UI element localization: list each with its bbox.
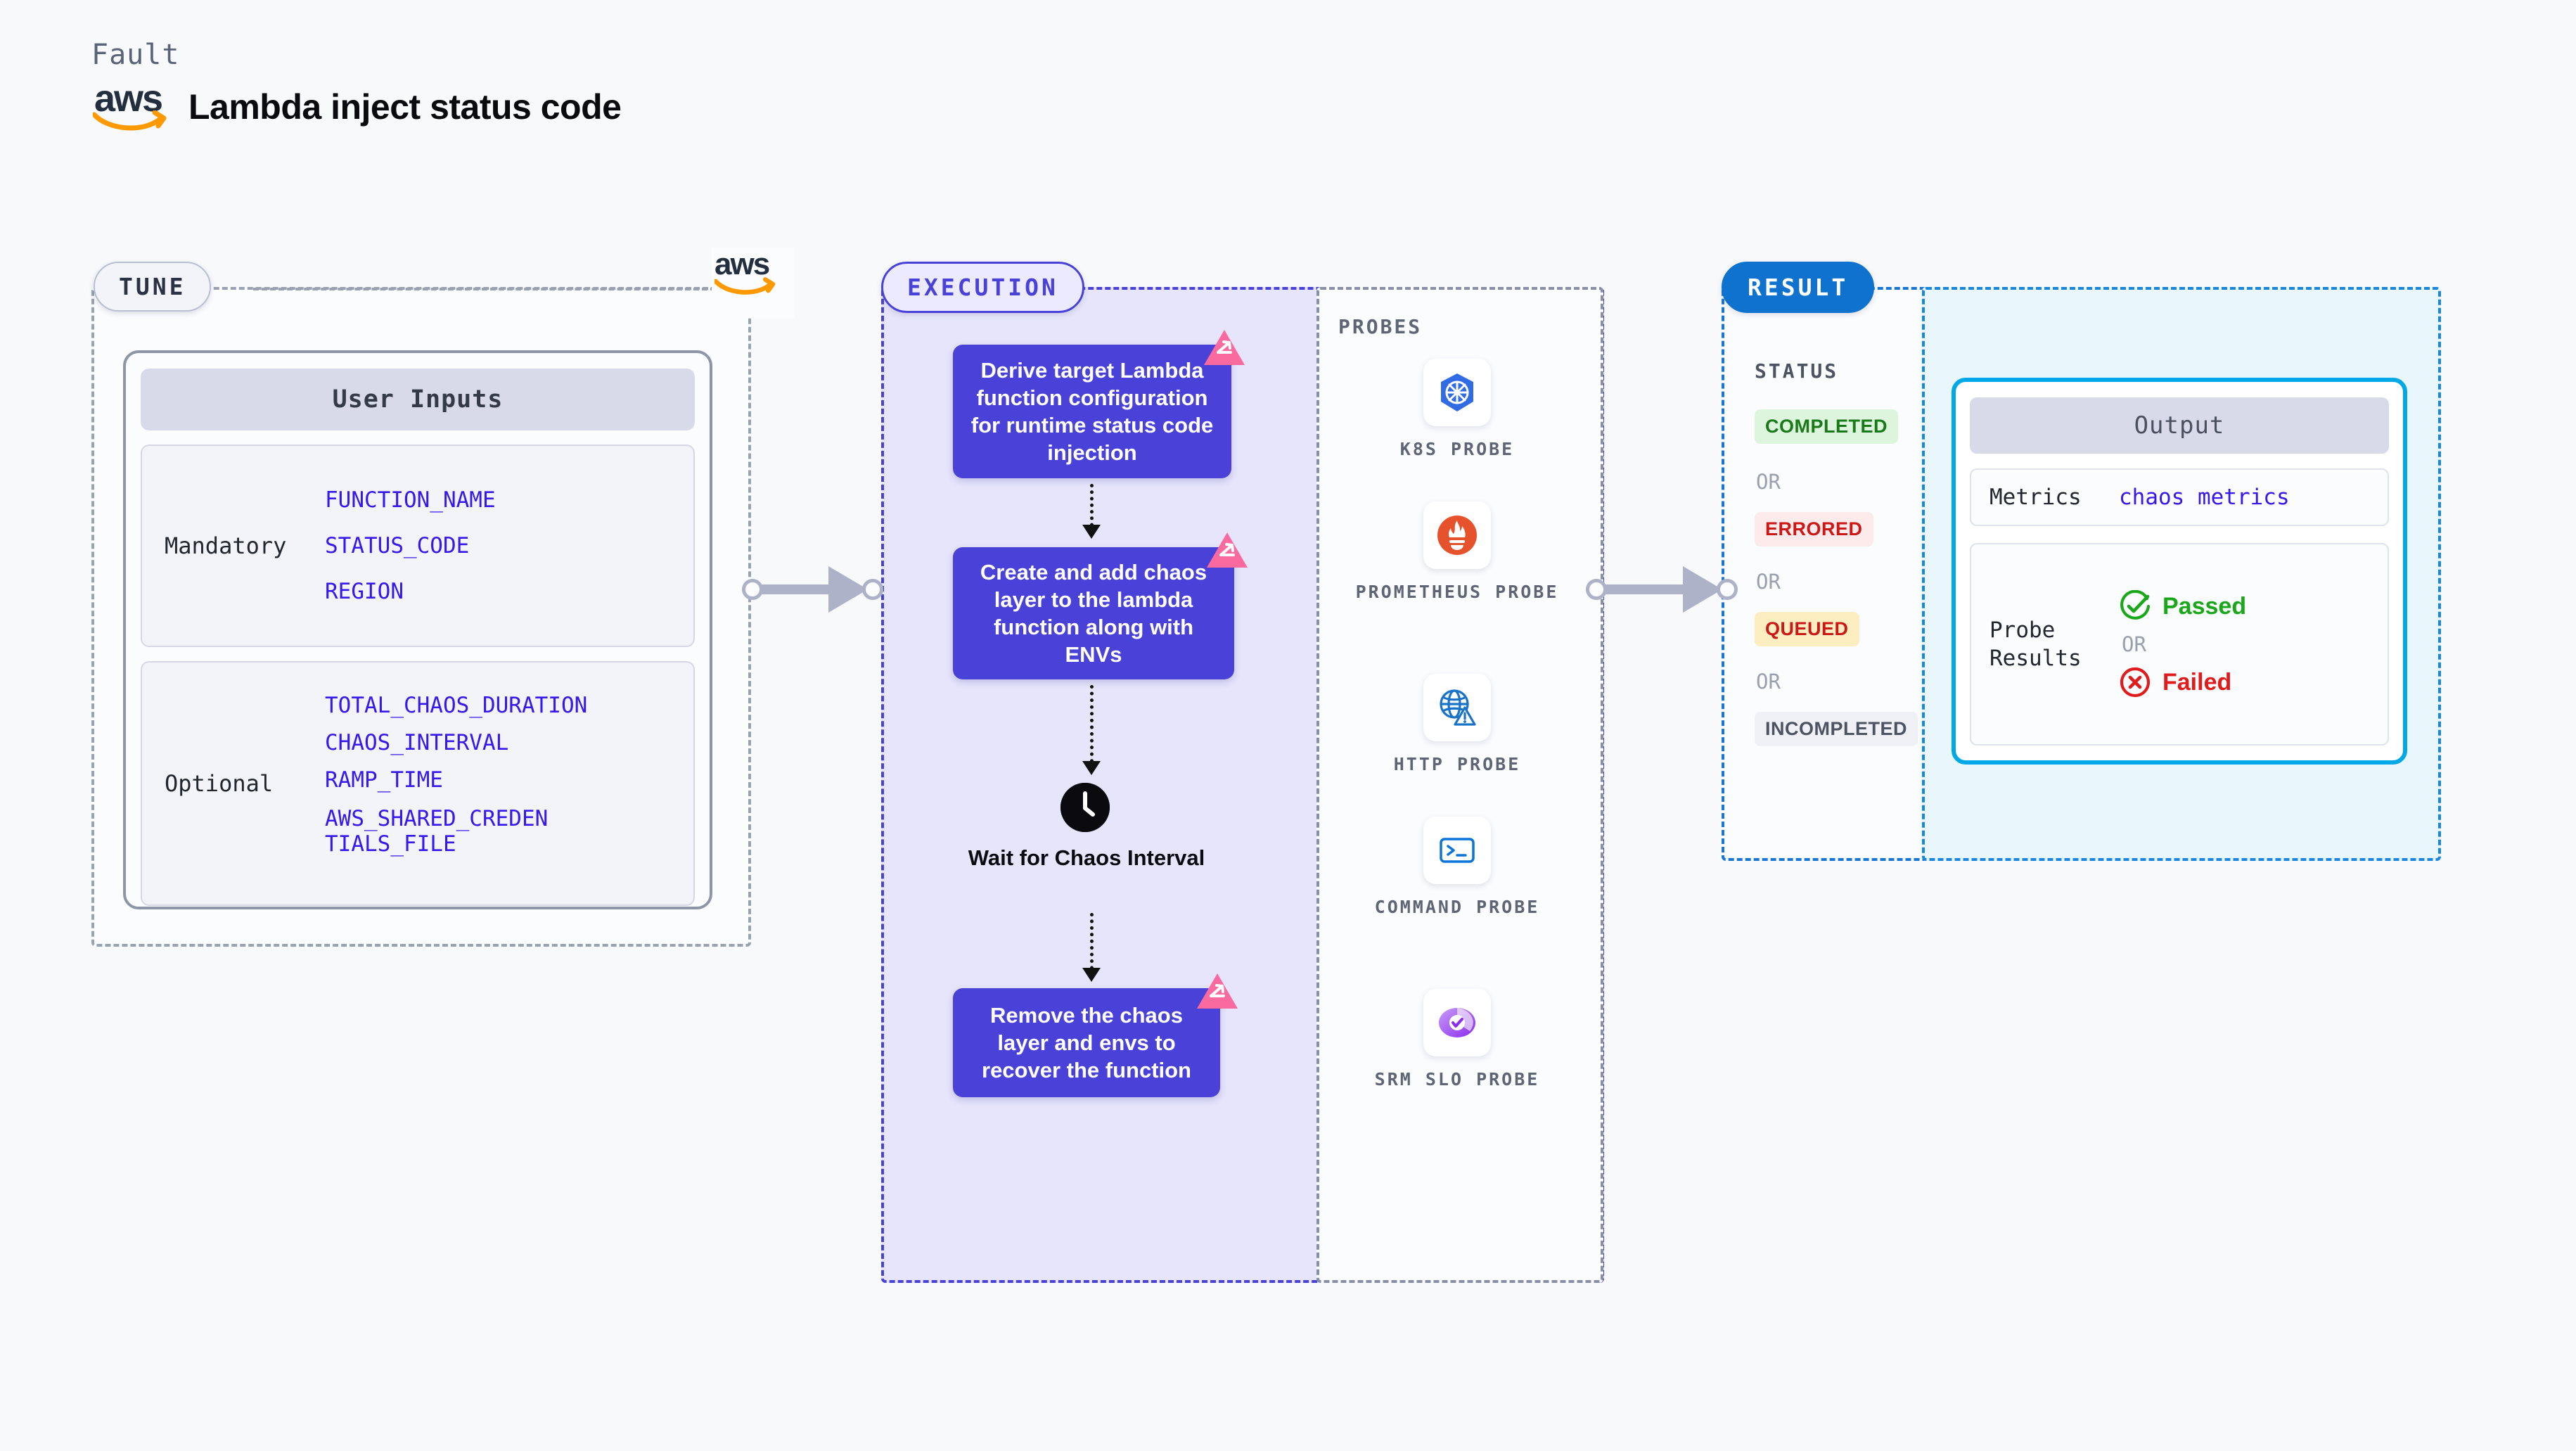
status-badge: ERRORED [1755,512,1873,546]
probe-label: HTTP PROBE [1393,754,1521,774]
status-badge-queued: QUEUED [1755,612,1859,646]
terminal-icon [1423,817,1491,884]
aws-smile-icon [93,110,167,131]
or-separator: OR [1756,670,1781,693]
status-badge-incompleted: INCOMPLETED [1755,712,1918,746]
probe-label: COMMAND PROBE [1374,897,1540,917]
check-circle-icon [2120,590,2151,620]
output-title: Output [1970,397,2389,454]
param-item: AWS_SHARED_CREDENTIALS_FILE [325,805,549,857]
metrics-label: Metrics [1989,484,2082,510]
param-item: FUNCTION_NAME [325,487,496,513]
optional-label: Optional [165,770,274,797]
execution-step-3: Remove the chaos layer and envs to recov… [953,988,1220,1097]
execution-step-2: Create and add chaos layer to the lambda… [953,547,1234,679]
slo-donut-check-icon [1423,989,1491,1056]
litmus-logo-icon [1207,532,1248,568]
or-separator: OR [1756,470,1781,494]
tune-pill[interactable]: TUNE [94,262,212,312]
page-title: Lambda inject status code [188,87,622,127]
clock-icon [1060,783,1110,832]
status-badge-errored: ERRORED [1755,512,1873,546]
probes-panel [1316,287,1603,1283]
or-separator: OR [1756,570,1781,594]
status-badge-completed: COMPLETED [1755,409,1899,444]
prometheus-icon [1423,501,1491,569]
probe-label: SRM SLO PROBE [1374,1069,1540,1089]
mandatory-param-list: FUNCTION_NAME STATUS_CODE REGION [325,487,496,604]
page-header: Fault aws Lambda inject status code [91,39,622,134]
metrics-row: Metrics chaos metrics [1970,468,2389,526]
param-item: CHAOS_INTERVAL [325,729,509,755]
tune-pill-connector [253,288,724,290]
passed-label: Passed [2162,592,2247,620]
probe-label: PROMETHEUS PROBE [1355,582,1559,602]
kubernetes-icon [1423,359,1491,426]
probe-result-failed: Failed [2119,666,2246,698]
litmus-logo-icon [1204,330,1245,365]
wait-for-chaos-interval-label: Wait for Chaos Interval [968,845,1205,870]
probe-item-k8s[interactable]: K8S PROBE [1316,359,1598,461]
probe-item-srm-slo[interactable]: SRM SLO PROBE [1316,989,1598,1092]
connector-execution-to-result [1582,566,1748,613]
probes-title: PROBES [1338,315,1423,338]
aws-badge-small: aws [712,248,795,318]
result-pill[interactable]: RESULT [1722,262,1875,313]
or-separator: OR [2122,632,2146,656]
metrics-value: chaos metrics [2119,485,2290,510]
optional-params-group: Optional TOTAL_CHAOS_DURATION CHAOS_INTE… [141,661,695,906]
aws-smile-icon [715,277,776,295]
probe-label: K8S PROBE [1399,439,1515,459]
probe-item-command[interactable]: COMMAND PROBE [1316,817,1598,919]
probe-item-prometheus[interactable]: PROMETHEUS PROBE [1316,501,1598,604]
aws-wordmark: aws [94,77,163,120]
failed-label: Failed [2162,668,2232,696]
param-item: REGION [325,578,404,604]
mandatory-label: Mandatory [165,532,287,559]
param-item: TOTAL_CHAOS_DURATION [325,692,588,718]
globe-warning-icon [1423,674,1491,741]
status-title: STATUS [1755,359,1839,383]
status-badge: INCOMPLETED [1755,712,1918,746]
result-panel [1722,287,1928,861]
probe-result-passed: Passed [2119,590,2246,622]
status-badge: COMPLETED [1755,409,1899,444]
param-item: RAMP_TIME [325,767,443,793]
fault-kicker: Fault [91,39,180,71]
execution-step-1: Derive target Lambda function configurat… [953,345,1231,478]
litmus-logo-icon [1197,973,1238,1009]
user-inputs-title: User Inputs [141,369,695,430]
param-item: STATUS_CODE [325,532,470,558]
status-badge: QUEUED [1755,612,1859,646]
optional-param-list: TOTAL_CHAOS_DURATION CHAOS_INTERVAL RAMP… [325,692,588,872]
mandatory-params-group: Mandatory FUNCTION_NAME STATUS_CODE REGI… [141,445,695,647]
connector-tune-to-execution [738,566,886,613]
probe-item-http[interactable]: HTTP PROBE [1316,674,1598,776]
x-circle-icon [2120,667,2151,698]
aws-logo: aws [91,79,174,134]
execution-pill[interactable]: EXECUTION [881,262,1084,313]
